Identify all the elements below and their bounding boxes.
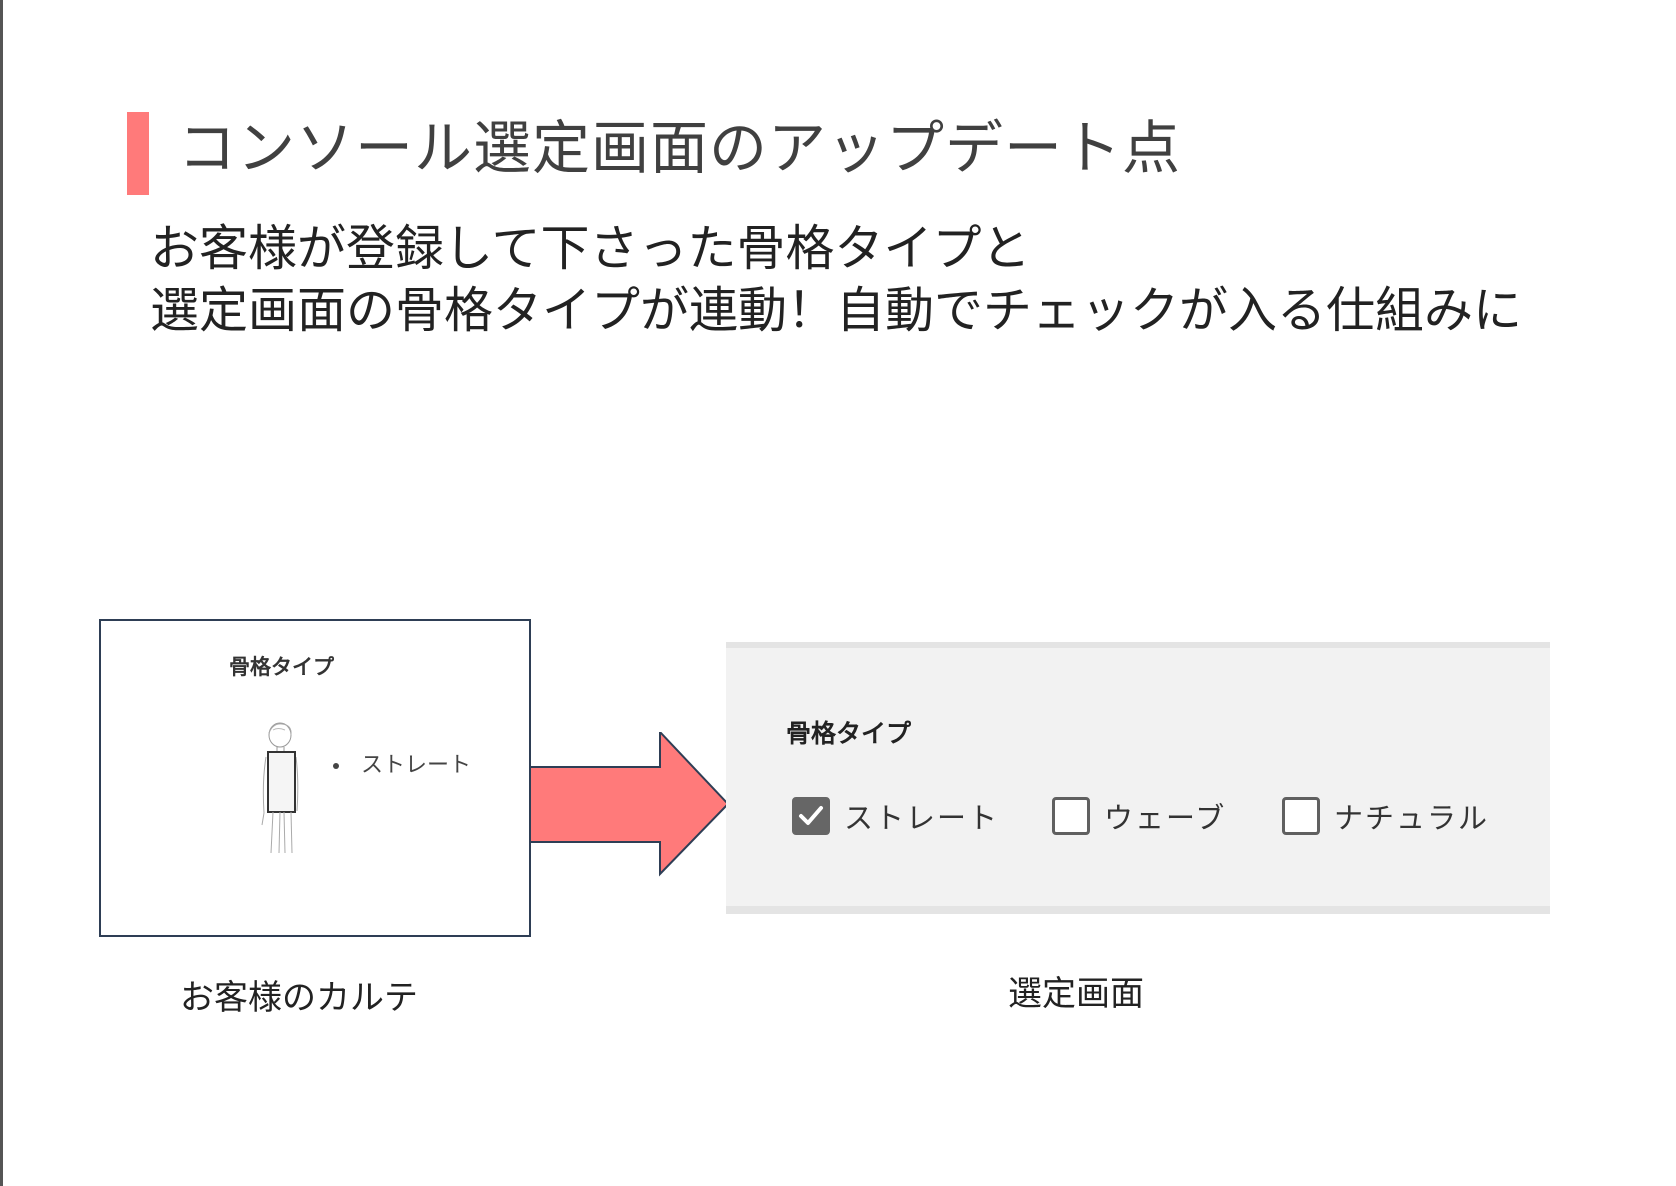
selection-heading: 骨格タイプ <box>786 719 912 748</box>
checkbox-natural[interactable] <box>1282 797 1320 835</box>
checkbox-wave[interactable] <box>1052 797 1090 835</box>
karte-heading: 骨格タイプ <box>229 655 334 679</box>
customer-chart-box: 骨格タイプ ストレート <box>99 619 531 937</box>
slide-title: コンソール選定画面のアップデート点 <box>178 114 1182 182</box>
title-accent-bar <box>127 112 149 195</box>
slide-subtitle: お客様が登録して下さった骨格タイプと 選定画面の骨格タイプが連動！自動でチェック… <box>150 218 1522 342</box>
option-label-natural: ナチュラル <box>1334 801 1490 835</box>
option-label-wave: ウェーブ <box>1104 801 1227 835</box>
right-arrow-icon <box>530 732 730 877</box>
karte-bullet-label: ストレート <box>361 753 472 778</box>
option-label-straight: ストレート <box>844 801 1000 835</box>
subtitle-line-1: お客様が登録して下さった骨格タイプと <box>150 220 1031 277</box>
subtitle-line-2: 選定画面の骨格タイプが連動！自動でチェックが入る仕組みに <box>150 282 1523 339</box>
option-natural[interactable]: ナチュラル <box>1282 794 1489 838</box>
left-border <box>0 0 3 1186</box>
option-straight[interactable]: ストレート <box>792 794 999 838</box>
checkbox-straight[interactable] <box>792 797 830 835</box>
selection-caption: 選定画面 <box>1008 974 1144 1014</box>
checkmark-icon <box>799 806 823 825</box>
option-wave[interactable]: ウェーブ <box>1052 794 1226 838</box>
karte-bullet-item: ストレート <box>333 747 471 779</box>
karte-caption: お客様のカルテ <box>180 978 418 1018</box>
selection-panel: 骨格タイプ ストレート ウェーブ ナチュラル <box>726 642 1550 914</box>
body-figure-icon <box>261 722 299 854</box>
bullet-dot <box>333 763 339 769</box>
